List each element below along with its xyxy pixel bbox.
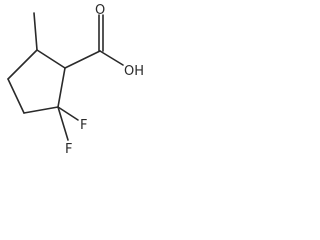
methyl-bond	[33, 12, 38, 51]
ring-bond-c1-c2	[57, 67, 66, 108]
hydroxyl-bond	[99, 50, 124, 66]
fluorine-bond-2	[57, 106, 69, 141]
ring-bond-c2-c3	[23, 106, 59, 114]
fluorine-bond-1	[57, 106, 79, 121]
molecule-structure-diagram: O OH F F	[7, 3, 144, 156]
carboxyl-c-bond	[64, 50, 101, 69]
carbonyl-oxygen-label: O	[95, 3, 105, 18]
ring-bond-c3-c4	[7, 78, 25, 114]
ring-bond-c4-c5	[7, 49, 38, 80]
fluorine-label-1: F	[80, 118, 87, 133]
fluorine-label-2: F	[65, 142, 72, 156]
ring-bond-c5-c1	[36, 49, 66, 69]
hydroxyl-label: OH	[124, 64, 144, 79]
